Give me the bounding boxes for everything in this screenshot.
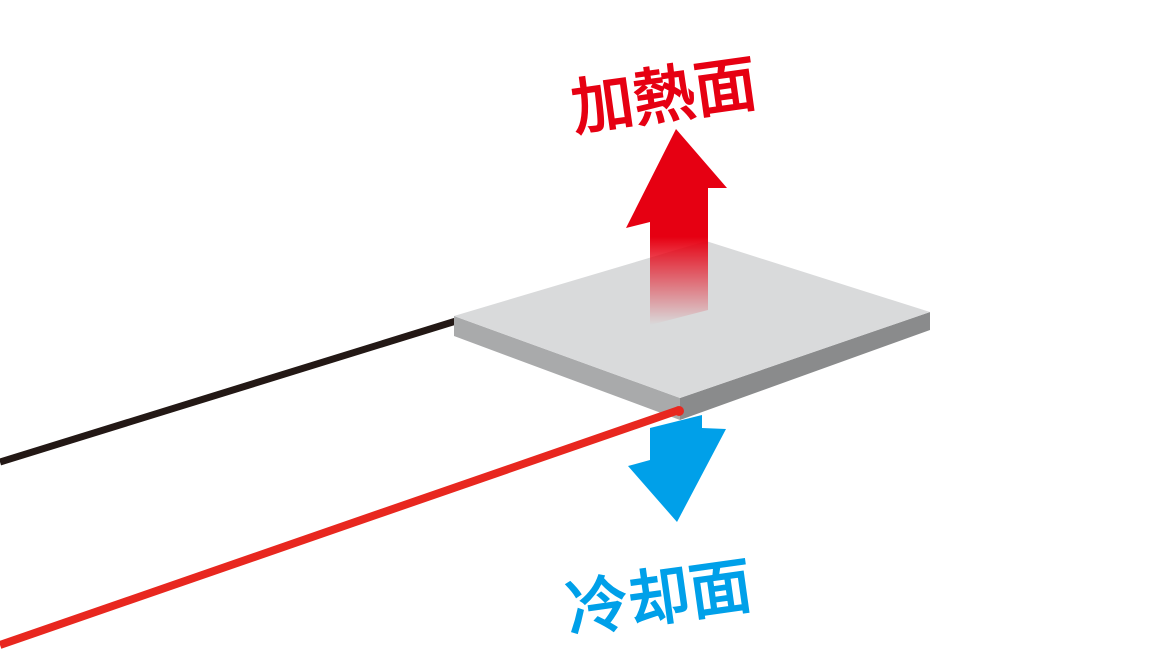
red-wire-joint	[674, 406, 684, 416]
red-lead-wire	[0, 406, 681, 649]
heating-face-label: 加熱面	[567, 47, 761, 145]
black-lead-wire	[0, 317, 458, 466]
cooling-face-label: 冷却面	[562, 549, 756, 647]
heating-arrow	[626, 129, 727, 325]
plate-side-right	[680, 312, 930, 420]
plate-side-left	[454, 316, 680, 420]
cooling-arrow	[628, 415, 726, 522]
plate-top-face	[454, 241, 930, 398]
